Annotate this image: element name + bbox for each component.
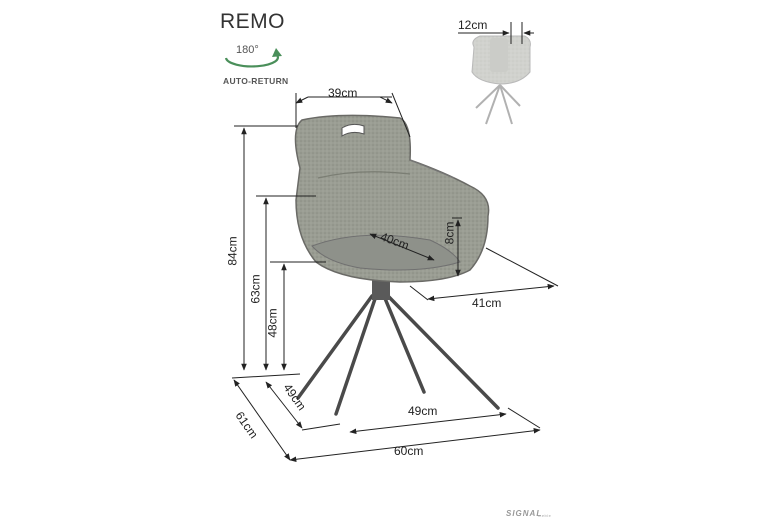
dim-seat-width: 41cm [472,296,502,310]
auto-return-label: AUTO-RETURN [223,76,289,86]
dim-back-width: 39cm [328,86,358,100]
chair-base [296,294,500,416]
brand-logo-sub: meble [538,513,552,518]
back-view-thumbnail [471,35,531,125]
dim-total-height: 84cm [225,236,240,266]
dim-armrest-height: 8cm [442,221,457,245]
product-title: REMO [220,10,285,33]
rotation-degrees: 180° [236,44,259,56]
dim-seat-height: 48cm [265,308,280,338]
chair-body [294,114,490,283]
brand-logo-text: SIGNAL [506,509,543,518]
dim-armrest-floor-height: 63cm [248,274,263,304]
dim-total-width: 60cm [394,444,424,458]
brand-logo: SIGNAL meble [506,503,551,521]
rotation-icon [224,48,282,68]
dim-top-handle: 12cm [458,18,488,32]
dim-base-width: 49cm [408,404,438,418]
